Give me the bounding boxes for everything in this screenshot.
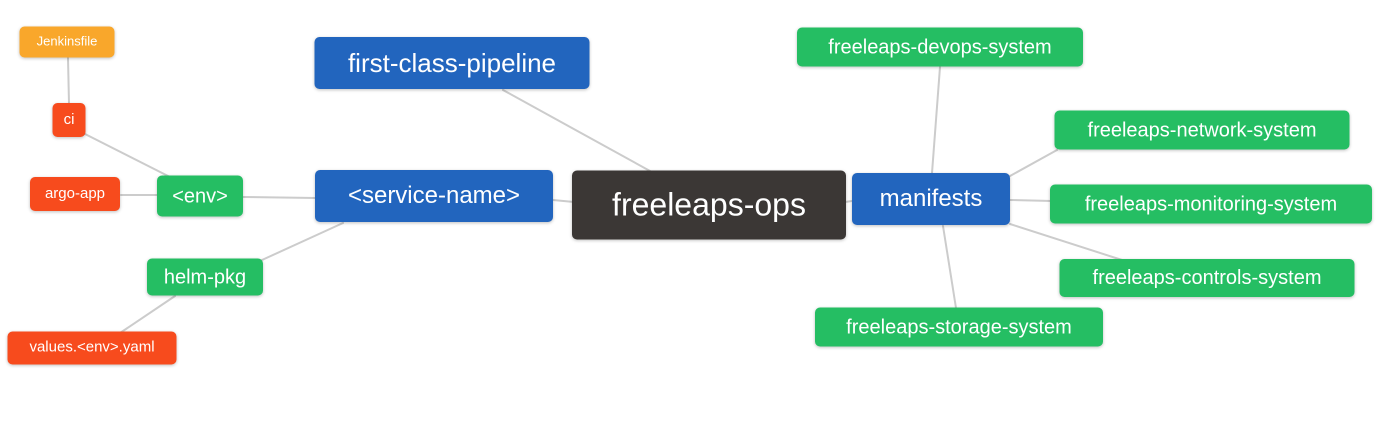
node-label: freeleaps-monitoring-system <box>1084 193 1338 215</box>
edge-ci-to-env <box>84 133 173 179</box>
edge-first-class-pipeline-to-freeleaps-ops <box>502 89 651 172</box>
edge-freeleaps-ops-to-manifests <box>844 200 853 203</box>
node-helm-pkg[interactable]: helm-pkg <box>147 258 263 296</box>
node-label: freeleaps-network-system <box>1087 119 1317 141</box>
node-first-class-pipeline[interactable]: first-class-pipeline <box>314 37 590 89</box>
edge-service-name-to-freeleaps-ops <box>552 199 575 203</box>
node-label: <service-name> <box>347 181 521 209</box>
edge-manifests-to-freeleaps-controls-system <box>1009 223 1123 261</box>
node-argo-app[interactable]: argo-app <box>30 177 120 211</box>
edge-manifests-to-freeleaps-storage-system <box>942 225 957 309</box>
node-label: first-class-pipeline <box>347 47 557 78</box>
node-ci[interactable]: ci <box>52 103 86 137</box>
node-freeleaps-storage-system[interactable]: freeleaps-storage-system <box>815 307 1103 347</box>
node-label: freeleaps-devops-system <box>828 36 1052 58</box>
node-label: freeleaps-ops <box>612 186 806 223</box>
node-freeleaps-network-system[interactable]: freeleaps-network-system <box>1054 110 1350 150</box>
edge-freeleaps-network-system-to-manifests <box>1009 149 1058 177</box>
node-freeleaps-ops[interactable]: freeleaps-ops <box>572 170 846 240</box>
node-label: manifests <box>879 184 983 212</box>
node-label: <env> <box>172 185 228 207</box>
node-manifests[interactable]: manifests <box>852 173 1010 225</box>
node-values-env-yaml[interactable]: values.<env>.yaml <box>7 331 177 365</box>
node-env[interactable]: <env> <box>157 175 243 217</box>
node-label: values.<env>.yaml <box>29 338 155 356</box>
edge-env-to-service-name <box>242 196 317 199</box>
edge-service-name-to-helm-pkg <box>261 222 344 261</box>
node-service-name[interactable]: <service-name> <box>315 170 553 222</box>
edge-manifests-to-freeleaps-monitoring-system <box>1009 199 1053 202</box>
edge-freeleaps-devops-system-to-manifests <box>931 66 941 174</box>
node-freeleaps-controls-system[interactable]: freeleaps-controls-system <box>1059 259 1355 297</box>
node-label: freeleaps-controls-system <box>1092 267 1322 289</box>
edge-helm-pkg-to-values-env-yaml <box>119 295 176 334</box>
node-label: ci <box>63 110 75 128</box>
node-label: Jenkinsfile <box>36 33 98 49</box>
node-freeleaps-devops-system[interactable]: freeleaps-devops-system <box>797 27 1083 67</box>
node-label: helm-pkg <box>163 266 247 288</box>
node-freeleaps-monitoring-system[interactable]: freeleaps-monitoring-system <box>1050 184 1372 224</box>
node-label: argo-app <box>44 184 106 202</box>
node-label: freeleaps-storage-system <box>846 316 1072 338</box>
node-jenkinsfile[interactable]: Jenkinsfile <box>19 26 115 58</box>
edge-jenkinsfile-to-ci <box>67 57 70 105</box>
